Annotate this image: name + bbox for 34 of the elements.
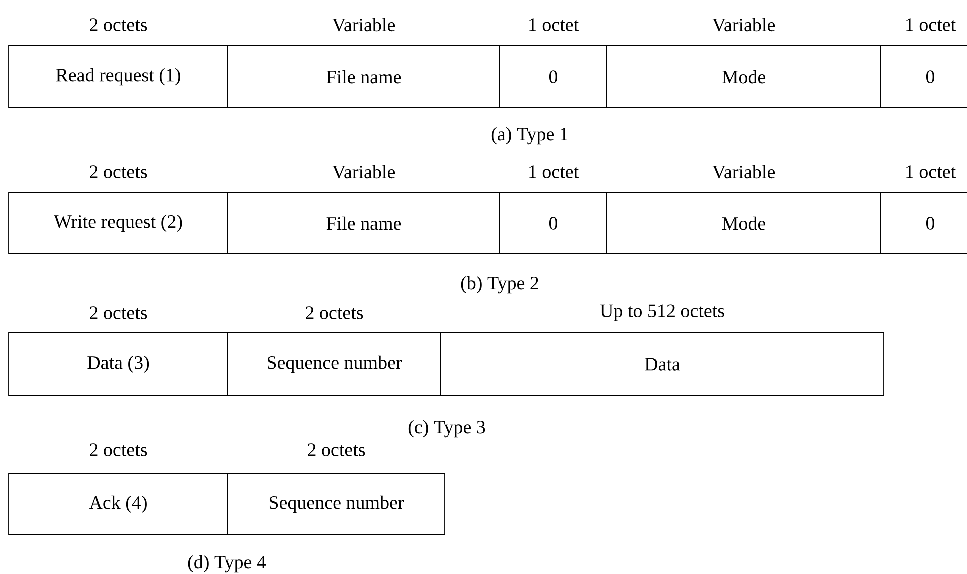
field-cell: Mode: [606, 46, 882, 108]
field-cell: Sequence number: [228, 332, 442, 396]
field-size-label: 2 octets: [90, 444, 148, 456]
field-cell: Mode: [606, 192, 882, 254]
field-size-label: Variable: [332, 18, 396, 32]
field-size-label: Up to 512 octets: [600, 304, 724, 322]
field-size-label: 2 octets: [90, 306, 148, 320]
field-cell: Sequence number: [228, 474, 446, 536]
field-size-label: 2 octets: [90, 166, 148, 178]
field-cell: Data: [440, 332, 884, 396]
caption: (b) Type 2: [461, 276, 538, 294]
field-size-label: 2 octets: [306, 306, 364, 320]
field-cell: 0: [880, 192, 967, 254]
caption: (a) Type 1: [492, 127, 568, 145]
field-cell: 0: [500, 192, 608, 254]
field-size-label: 1 octet: [906, 18, 956, 32]
field-cell: Write request (2): [8, 192, 228, 254]
field-cell: Ack (4): [8, 474, 228, 536]
field-size-label: Variable: [712, 165, 776, 179]
field-cell: Data (3): [8, 332, 228, 396]
field-cell: 0: [880, 46, 967, 108]
field-cell: File name: [228, 192, 500, 254]
field-size-label: 2 octets: [308, 444, 366, 456]
field-size-label: Variable: [712, 18, 776, 32]
field-cell: Read request (1): [8, 46, 228, 108]
field-cell: 0: [500, 46, 608, 108]
field-cell: File name: [228, 46, 500, 108]
field-size-label: 1 octet: [906, 166, 956, 178]
caption: (d) Type 4: [188, 555, 266, 573]
field-size-label: 1 octet: [530, 166, 579, 178]
field-size-label: 2 octets: [90, 18, 148, 32]
field-size-label: 1 octet: [530, 18, 579, 32]
caption: (c) Type 3: [408, 420, 486, 438]
field-size-label: Variable: [332, 165, 396, 179]
